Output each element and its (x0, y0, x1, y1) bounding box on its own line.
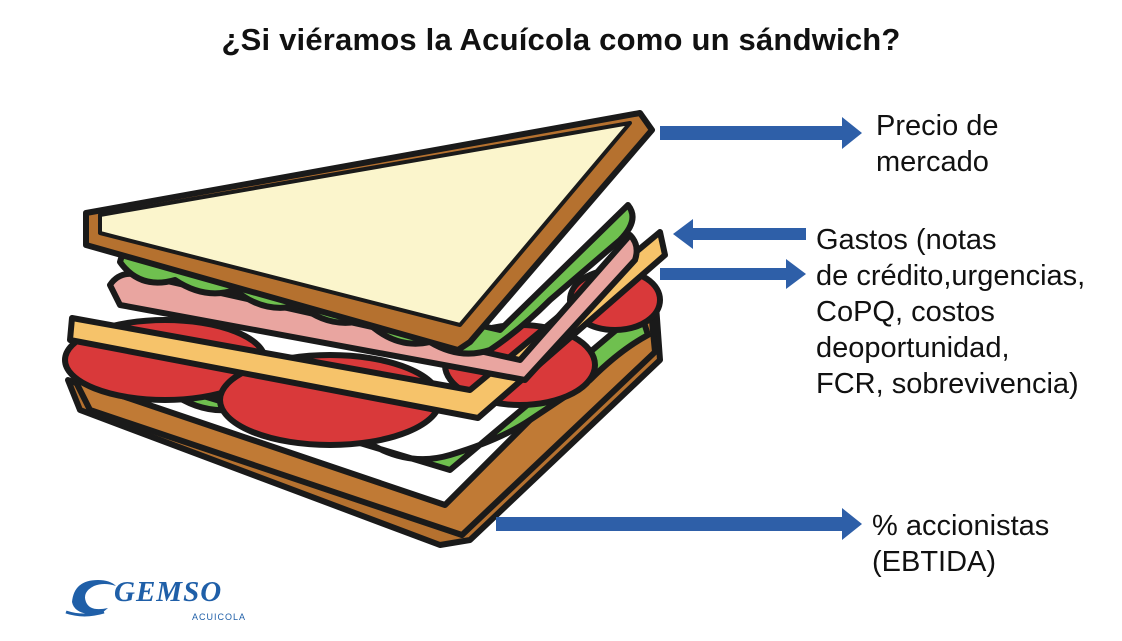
label-line: FCR, sobrevivencia) (816, 368, 1079, 400)
label-line: % accionistas (872, 510, 1050, 542)
gemso-logo: GEMSO ACUICOLA (64, 568, 264, 628)
label-line: mercado (876, 146, 989, 178)
label-line: de crédito,urgencias, (816, 260, 1086, 292)
ham-slice (107, 232, 640, 383)
label-expenses: Gastos (notas de crédito,urgencias, CoPQ… (816, 222, 1085, 402)
logo-subtitle: ACUICOLA (192, 612, 247, 622)
label-line: deoportunidad, (816, 332, 1010, 364)
page-title: ¿Si viéramos la Acuícola como un sándwic… (221, 22, 901, 57)
logo-wordmark: GEMSO (114, 576, 223, 608)
arrow-price (660, 117, 862, 149)
arrow-costs-right (660, 259, 806, 289)
arrows (496, 117, 862, 540)
wave-logo-icon (65, 580, 116, 617)
label-line: Gastos (notas (816, 224, 997, 256)
label-line: (EBTIDA) (872, 546, 997, 578)
arrow-costs-left (673, 219, 806, 249)
label-line: CoPQ, costos (816, 296, 995, 328)
bottom-bread-body (72, 297, 658, 538)
arrow-ebitda (496, 508, 862, 540)
top-bread-face (98, 121, 632, 327)
label-line: Precio de (876, 110, 999, 142)
label-shareholders: % accionistas (EBTIDA) (872, 508, 1049, 580)
label-market-price: Precio de mercado (876, 108, 999, 180)
sandwich-illustration (62, 110, 668, 548)
